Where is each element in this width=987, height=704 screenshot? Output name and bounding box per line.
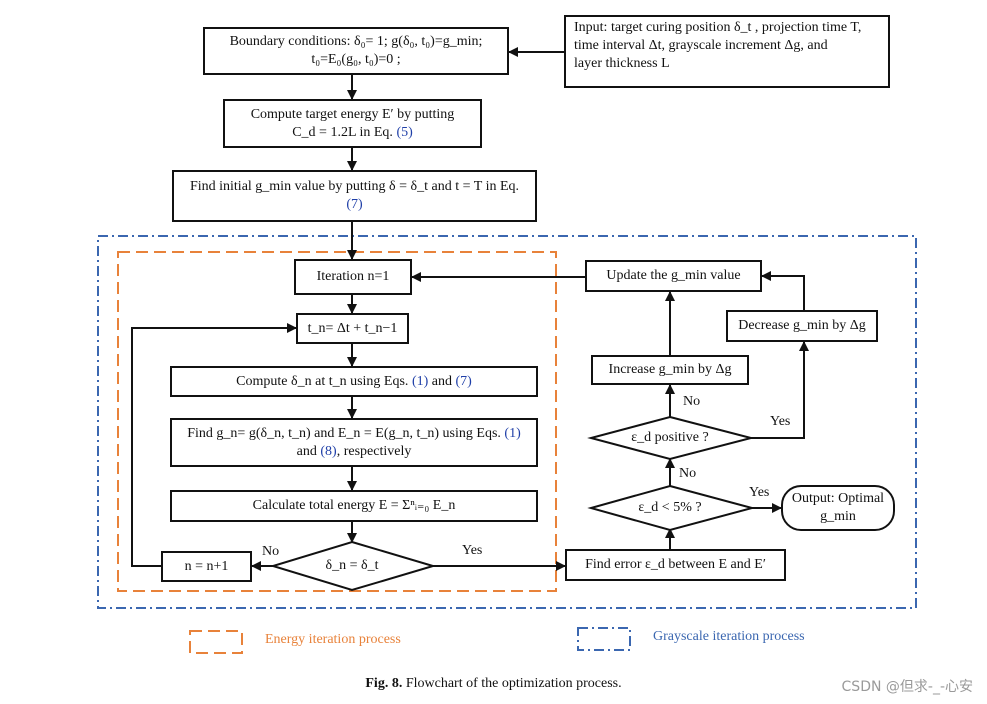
edge-label-no-delta: No: [262, 544, 280, 559]
n-plus-box: n = n+1: [161, 551, 252, 582]
tn-box: t_n= Δt + t_n−1: [296, 313, 409, 344]
target-energy-box: Compute target energy E′ by putting C_d …: [223, 99, 482, 148]
eq-1-link[interactable]: (1): [411, 373, 429, 389]
caption-label: Fig. 8.: [365, 676, 403, 691]
eq-5-link[interactable]: (5): [396, 124, 413, 140]
boundary-line1: Boundary conditions: δ₀= 1; g(δ₀, t₀)=g_…: [229, 34, 483, 49]
edge-label-yes-delta: Yes: [462, 543, 483, 558]
increase-box: Increase g_min by Δg: [591, 355, 749, 385]
compute-delta-and: and: [431, 373, 452, 389]
target-energy-line2: C_d = 1.2L in Eq.: [292, 124, 393, 140]
decision-positive-label: ε_d positive ?: [611, 428, 729, 448]
find-error-label: Find error ε_d between E and E′: [585, 557, 766, 572]
initial-gmin-line1: Find initial g_min value by putting δ = …: [189, 179, 520, 194]
legend-grayscale-text: Grayscale iteration process: [653, 629, 805, 644]
increase-label: Increase g_min by Δg: [608, 362, 732, 377]
decrease-box: Decrease g_min by Δg: [726, 310, 878, 342]
update-box: Update the g_min value: [585, 260, 762, 292]
eq-7-link[interactable]: (7): [346, 197, 363, 212]
grayscale-iteration-region: [97, 235, 917, 609]
arrow-yes-to-decrease: [751, 341, 809, 439]
decision-delta-text: δ_n = δ_t: [325, 558, 379, 573]
n-plus-label: n = n+1: [184, 558, 229, 574]
decision-delta-label: δ_n = δ_t: [300, 556, 404, 576]
edge-label-yes-5: Yes: [749, 485, 770, 500]
find-g-and: and: [296, 443, 317, 459]
find-g-box: Find g_n= g(δ_n, t_n) and E_n = E(g_n, t…: [170, 418, 538, 467]
figure-caption: Fig. 8. Flowchart of the optimization pr…: [0, 676, 987, 692]
eq-1-link-2[interactable]: (1): [504, 425, 521, 441]
find-error-box: Find error ε_d between E and E′: [565, 549, 786, 581]
compute-delta-label: Compute δ_n at t_n using Eqs.: [236, 373, 409, 389]
input-line1: Input: target curing position δ_t , proj…: [574, 20, 862, 35]
output-line1: Output: Optimal: [791, 491, 885, 506]
decision-delta-diamond: [269, 540, 437, 592]
target-energy-line1: Compute target energy E′ by putting: [250, 106, 455, 122]
boundary-conditions-box: Boundary conditions: δ₀= 1; g(δ₀, t₀)=g_…: [203, 27, 509, 75]
decision-positive-diamond: [587, 415, 755, 461]
output-line2: g_min: [820, 509, 856, 524]
decrease-label: Decrease g_min by Δg: [738, 318, 866, 333]
input-box: Input: target curing position δ_t , proj…: [564, 15, 890, 88]
decision-5-label: ε_d < 5% ?: [615, 498, 725, 518]
total-energy-label: Calculate total energy E = Σⁿᵢ₌₀ E_n: [252, 498, 456, 513]
edge-label-no-positive: No: [683, 394, 701, 409]
initial-gmin-box: Find initial g_min value by putting δ = …: [172, 170, 537, 222]
tn-label: t_n= Δt + t_n−1: [307, 320, 398, 336]
decision-5-diamond: [587, 484, 756, 532]
edge-label-yes-positive: Yes: [770, 414, 791, 429]
arrow-decrease-to-update: [761, 271, 805, 310]
eq-8-link[interactable]: (8): [320, 443, 337, 459]
watermark: CSDN @但求-_-心安: [841, 679, 973, 695]
eq-7-link-2[interactable]: (7): [455, 373, 472, 389]
compute-delta-box: Compute δ_n at t_n using Eqs. (1) and (7…: [170, 366, 538, 397]
find-g-respectively: , respectively: [336, 443, 412, 459]
decision-5-text: ε_d < 5% ?: [638, 500, 702, 515]
boundary-line2: t₀=E₀(g₀, t₀)=0 ;: [311, 52, 401, 67]
arrow-nplus-loop-to-tn: [131, 323, 297, 567]
iteration-box: Iteration n=1: [294, 259, 412, 295]
input-line2: time interval Δt, grayscale increment Δg…: [574, 38, 828, 53]
caption-text: Flowchart of the optimization process.: [405, 676, 622, 691]
total-energy-box: Calculate total energy E = Σⁿᵢ₌₀ E_n: [170, 490, 538, 522]
find-g-line1: Find g_n= g(δ_n, t_n) and E_n = E(g_n, t…: [187, 425, 501, 441]
output-box: Output: Optimal g_min: [781, 485, 895, 531]
edge-label-no-5: No: [679, 466, 697, 481]
input-line3: layer thickness L: [574, 56, 670, 71]
energy-iteration-region: [117, 251, 557, 592]
iteration-label: Iteration n=1: [316, 269, 390, 284]
legend-grayscale-swatch: [577, 627, 631, 651]
legend-energy-text: Energy iteration process: [265, 632, 401, 647]
decision-positive-text: ε_d positive ?: [631, 430, 709, 445]
legend-energy-swatch: [189, 630, 243, 654]
update-label: Update the g_min value: [606, 268, 741, 283]
